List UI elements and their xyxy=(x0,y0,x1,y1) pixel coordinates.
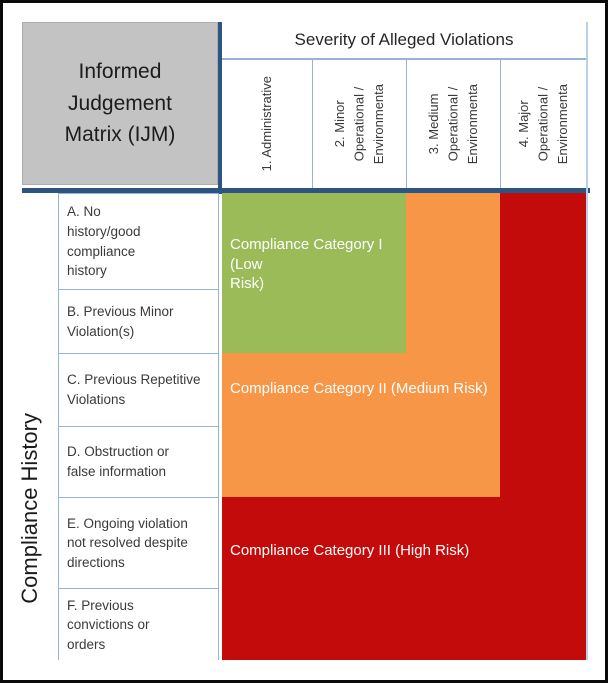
column-header-label: 3. Medium Operational / Environmenta xyxy=(426,83,481,165)
x-axis-title: Severity of Alleged Violations xyxy=(294,30,514,49)
column-header-row: 1. Administrative 2. Minor Operational /… xyxy=(222,60,586,188)
row-label-d: D. Obstruction or false information xyxy=(59,427,218,498)
row-label-c: C. Previous Repetitive Violations xyxy=(59,354,218,427)
row-label-b: B. Previous Minor Violation(s) xyxy=(59,290,218,354)
row-label-f: F. Previous convictions or orders xyxy=(67,597,150,652)
row-label-a: A. No history/good compliance history xyxy=(59,194,218,290)
row-label-column: A. No history/good compliance history B.… xyxy=(58,193,219,660)
matrix-title-box: Informed Judgement Matrix (IJM) xyxy=(22,22,218,185)
column-header-minor: 2. Minor Operational / Environmenta xyxy=(312,60,406,188)
column-header-label: 2. Minor Operational / Environmenta xyxy=(332,83,387,165)
column-header-major: 4. Major Operational / Environmenta xyxy=(500,60,586,188)
low-risk-region: Compliance Category I (Low Risk) xyxy=(222,193,406,353)
y-axis-title: Compliance History xyxy=(17,412,42,604)
row-label-e: E. Ongoing violation not resolved despit… xyxy=(59,498,218,589)
horizontal-navy-separator xyxy=(22,188,590,193)
low-risk-label: Compliance Category I (Low Risk) xyxy=(230,236,383,292)
table-right-border xyxy=(586,22,588,660)
y-axis-title-wrap: Compliance History xyxy=(9,363,51,653)
column-header-label: 4. Major Operational / Environmenta xyxy=(516,83,571,165)
column-header-administrative: 1. Administrative xyxy=(222,60,312,188)
column-header-label: 1. Administrative xyxy=(259,76,275,172)
medium-risk-label: Compliance Category II (Medium Risk) xyxy=(230,380,488,397)
vertical-navy-separator xyxy=(218,22,222,194)
matrix-title: Informed Judgement Matrix (IJM) xyxy=(64,60,176,147)
header-divider-line xyxy=(222,58,588,60)
high-risk-label: Compliance Category III (High Risk) xyxy=(230,542,470,559)
column-header-medium: 3. Medium Operational / Environmenta xyxy=(406,60,500,188)
